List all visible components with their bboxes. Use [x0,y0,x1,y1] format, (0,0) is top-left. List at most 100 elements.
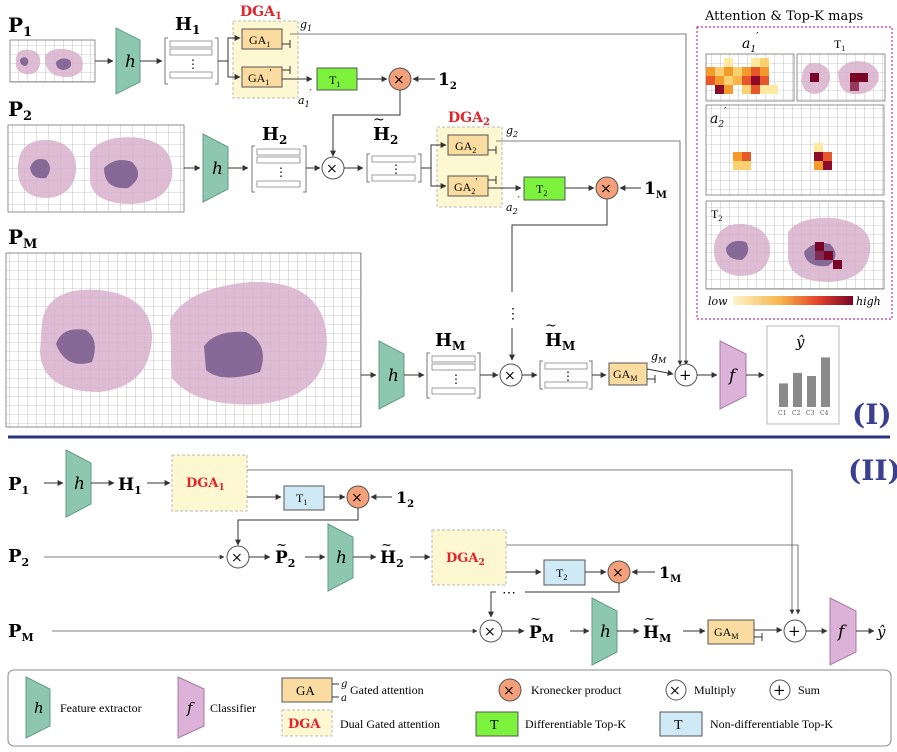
svg-text:Differentiable Top-K: Differentiable Top-K [525,717,626,731]
h1-label: H1 [175,14,200,37]
g2-label: g2 [506,124,518,139]
heat-colorbar: low high [708,295,881,308]
hm-tilde-label: HM [545,330,575,353]
part2-gam-box: GAM [707,619,763,645]
svg-text:⋮: ⋮ [450,372,462,386]
chart-bar-c2 [793,372,802,407]
attention-cell [760,67,769,76]
h1-bag: ⋮ [164,37,219,85]
svg-text:⋮: ⋮ [275,165,287,179]
svg-text:×: × [393,72,405,88]
attention-cell [751,58,760,67]
svg-text:T2: T2 [536,182,547,198]
svg-text:×: × [504,368,516,384]
svg-text:⋮: ⋮ [390,162,402,176]
tilde-mark: ~ [530,612,541,627]
part2-sum: + [783,619,807,643]
topk-map-t1 [796,53,886,102]
chart-tick-c1: C1 [778,410,786,417]
chart-tick-c3: C3 [806,410,815,417]
part2-kronecker-1: × [346,485,370,509]
tilde-mark: ~ [373,112,385,128]
svg-text:h: h [125,52,136,72]
svg-text:GAM: GAM [613,367,637,383]
part2-extractor-1: h [65,449,92,518]
svg-text:a: a [341,693,347,704]
legend-non-differentiable-topk: T Non-differentiable Top-K [659,711,833,737]
a2-prime-label: a2′ [506,196,520,216]
ga1-prime-box: GA1′ [241,66,291,88]
h2-tilde-label: H2 [373,124,398,147]
part2-ones-m: 1M [659,563,681,585]
h2-bag: ⋮ [251,145,307,193]
g1-label: g1 [300,18,312,33]
attention-cell [733,152,742,161]
svg-text:GA1′: GA1′ [248,68,272,87]
attention-cell [760,58,769,67]
attention-cell [769,85,778,94]
gm-label: gM [651,350,667,365]
p2-label: P2 [8,97,32,124]
attention-cell [706,67,715,76]
feature-extractor-m: h [378,340,405,410]
svg-text:T1: T1 [296,491,307,507]
part2-kronecker-2: × [607,560,631,584]
legend-multiply: × Multiply [665,679,736,701]
part2-horizontal-dots: ⋯ [502,585,516,601]
gam-box: GAM [608,362,656,386]
tilde-mark: ~ [545,318,557,334]
svg-text:Sum: Sum [798,683,821,697]
svg-text:T1: T1 [329,73,340,89]
ga2-box: GA2 [447,134,497,156]
svg-text:GA2: GA2 [455,139,476,155]
part2-p2-input: P2 [8,546,29,569]
topk-differentiable-2: T2 [523,176,566,201]
attention-cell [814,152,823,161]
svg-text:f: f [186,699,195,717]
svg-text:DGA2: DGA2 [446,551,485,568]
part2-classifier: f [829,597,857,666]
svg-text:Multiply: Multiply [694,683,736,697]
multiply-2: × [499,363,523,387]
svg-text:+: + [773,681,786,699]
p1-label: P1 [8,13,32,40]
attention-cell [823,161,832,170]
part2-pm-input: PM [8,621,34,644]
svg-text:GA: GA [296,683,315,698]
chart-bar-c1 [779,383,788,407]
part2-topk-1: T1 [283,485,325,511]
part2-multiply-2: × [479,619,503,643]
attention-cell [760,76,769,85]
svg-text:×: × [484,624,496,640]
part-one: P1 h H1 ⋮ DGA1 GA1 [5,4,892,431]
attention-cell [742,161,751,170]
svg-text:DGA1: DGA1 [186,476,225,493]
legend: h Feature extractor f Classifier GA g a … [7,669,892,747]
svg-text:T2: T2 [556,566,567,582]
p2-row1-input: P1 [8,474,29,497]
svg-text:GA1: GA1 [249,33,270,49]
pm-slide [5,252,362,428]
tilde-mark: ~ [381,538,392,553]
ones-m: 1M [644,179,667,201]
attention-map-a2 [705,104,885,196]
svg-text:GAM: GAM [714,625,738,641]
svg-text:×: × [612,565,624,581]
attention-cell [724,67,733,76]
attention-cell [823,152,832,161]
chart-bar-c3 [807,376,816,407]
attention-cell [742,76,751,85]
attention-cell [742,85,751,94]
svg-text:h: h [212,159,223,179]
attention-cell [733,161,742,170]
attention-panel: Attention & Top-K maps a1′ T1 a2′ T2 [696,9,893,320]
ga1-box: GA1 [241,28,291,50]
svg-text:h: h [388,366,399,386]
svg-text:f: f [836,622,847,642]
attention-map-a1 [705,53,795,102]
attention-panel-title: Attention & Top-K maps [704,9,863,24]
classifier-1: f [719,340,747,410]
attention-cell [814,161,823,170]
attention-cell [715,67,724,76]
